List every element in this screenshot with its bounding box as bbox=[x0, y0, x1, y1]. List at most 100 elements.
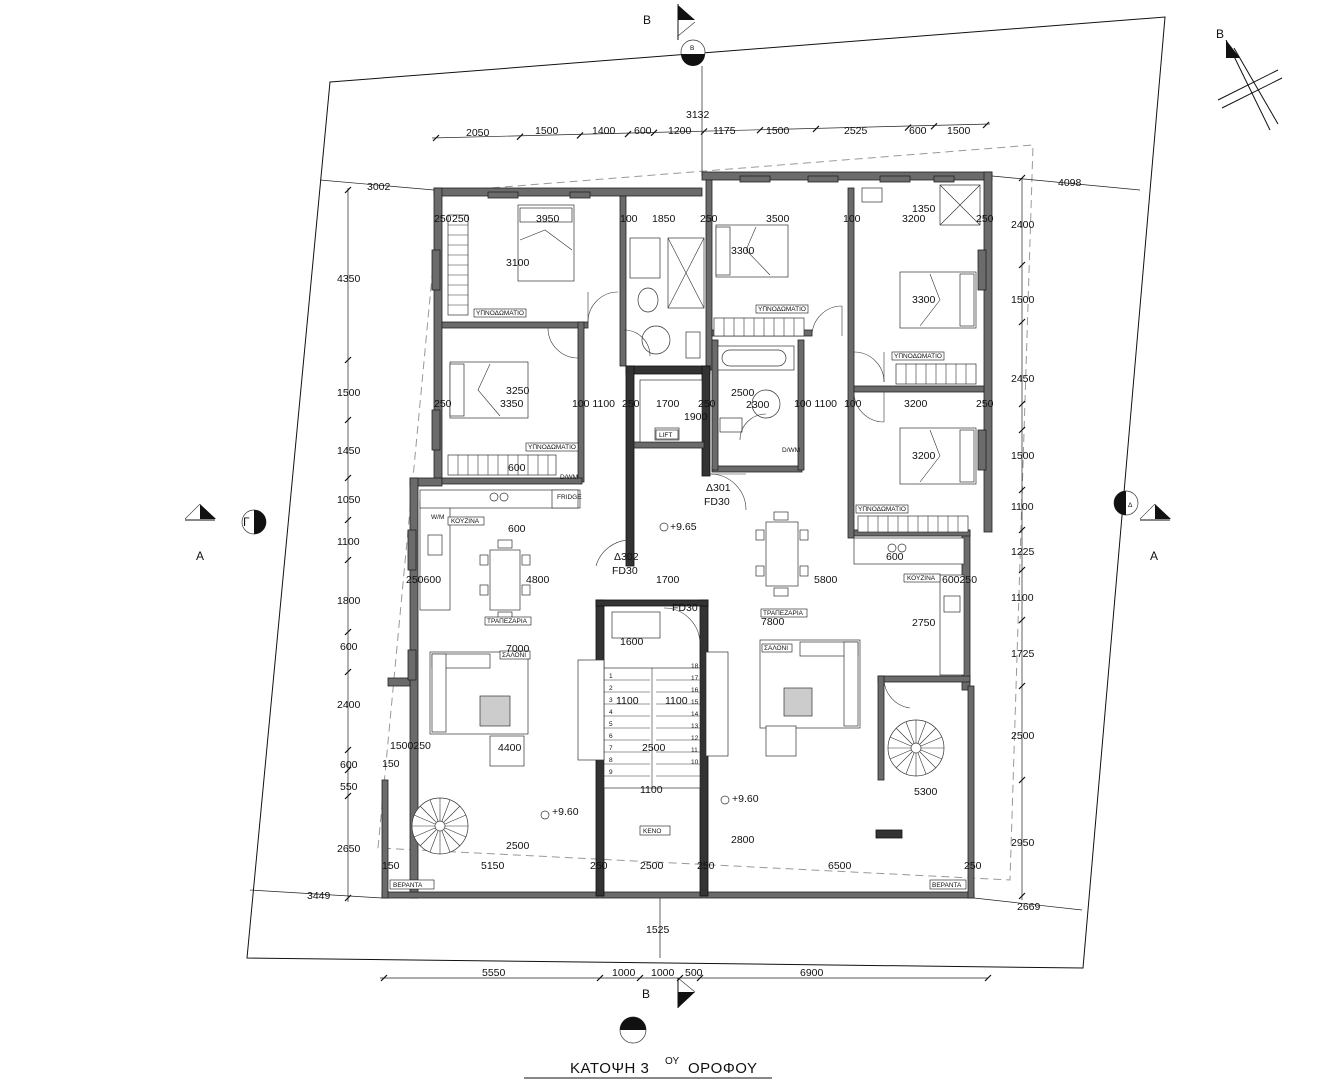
dim-int-1350: 1350 bbox=[912, 203, 936, 215]
dim-int-2300: 2300 bbox=[746, 399, 770, 411]
dim-left-2: 1500 bbox=[337, 387, 361, 399]
dimension-tick bbox=[344, 894, 352, 902]
dim-int-3200a: 3200 bbox=[902, 213, 926, 225]
drawing-title: ΚΑΤΟΨΗ 3 ΟΥ ΟΡΟΦΟΥ bbox=[524, 1056, 772, 1079]
dim-int-2500a: 2500 bbox=[731, 387, 755, 399]
dim-bottom-5: 6900 bbox=[800, 967, 824, 979]
dim-int-250f: 250 bbox=[622, 398, 640, 410]
dimension-tick bbox=[904, 124, 912, 132]
dimension-tick bbox=[344, 556, 352, 564]
dim-int-600c: 600 bbox=[886, 551, 904, 563]
dimension-tick bbox=[700, 128, 708, 135]
dim-int-3200c: 3200 bbox=[912, 450, 936, 462]
dim-left-5: 1100 bbox=[337, 536, 360, 548]
stair-number-right: 13 bbox=[691, 723, 699, 730]
stair-number-left: 2 bbox=[609, 685, 613, 692]
dim-int-1900: 1900 bbox=[684, 411, 708, 423]
dim-int-100c: 100 bbox=[844, 398, 862, 410]
dimension-tick bbox=[982, 121, 990, 129]
stair-number-left: 8 bbox=[609, 757, 613, 764]
dim-right-9: 2500 bbox=[1011, 730, 1035, 742]
stair-number-right: 18 bbox=[691, 663, 699, 670]
dim-right-6: 1225 bbox=[1011, 546, 1035, 558]
dim-right-5: 1100 bbox=[1011, 501, 1034, 513]
dim-top-9: 600 bbox=[909, 125, 927, 137]
dim-int-7800: 7800 bbox=[761, 616, 785, 628]
stair-number-left: 4 bbox=[609, 709, 613, 716]
dim-left-7: 600 bbox=[340, 641, 358, 653]
top-dimensions: 2050 1500 1400 600 1200 1175 1500 2525 6… bbox=[466, 125, 971, 139]
dim-int-250b: 250 bbox=[452, 213, 470, 225]
room-label-living-right: ΣΑΛΟΝΙ bbox=[764, 645, 788, 652]
dim-int-3950: 3950 bbox=[536, 213, 560, 225]
dim-int-4400: 4400 bbox=[498, 742, 522, 754]
spiral-stair-right bbox=[887, 719, 945, 777]
dim-int-3300a: 3300 bbox=[731, 245, 755, 257]
room-label-bedroom-2: ΥΠΝΟΔΩΜΑΤΙΟ bbox=[528, 444, 576, 451]
dim-boundary-bottom-left: 3449 bbox=[307, 890, 331, 902]
dim-int-1500-250: 1500250 bbox=[390, 740, 431, 752]
level-veranda-right: +9.60 bbox=[732, 793, 759, 805]
dim-int-1850: 1850 bbox=[652, 213, 676, 225]
dim-int-6500: 6500 bbox=[828, 860, 852, 872]
dimension-tick bbox=[1018, 892, 1026, 900]
dim-int-250-end: 250 bbox=[964, 860, 982, 872]
dim-int-250h: 250 bbox=[976, 398, 994, 410]
dim-top-3: 1400 bbox=[592, 125, 616, 137]
dim-boundary-top-left: 3002 bbox=[367, 181, 391, 193]
room-label-dining-right: ΤΡΑΠΕΖΑΡΙΑ bbox=[763, 610, 804, 617]
room-label-bedroom-4: ΥΠΝΟΔΩΜΑΤΙΟ bbox=[894, 353, 942, 360]
door-tag-d302: Δ302 bbox=[614, 551, 639, 563]
dimension-tick bbox=[1018, 426, 1026, 434]
dim-int-600a: 600 bbox=[508, 462, 526, 474]
stair-number-left: 3 bbox=[609, 697, 613, 704]
left-dimensions: 4350 1500 1450 1050 1100 1800 600 2400 6… bbox=[337, 273, 361, 855]
title-suffix: ΟΡΟΦΟΥ bbox=[688, 1060, 758, 1077]
dim-int-250d: 250 bbox=[976, 213, 994, 225]
dimension-tick bbox=[344, 628, 352, 636]
dim-int-1100c: 1100 bbox=[640, 784, 663, 796]
dim-int-5300: 5300 bbox=[914, 786, 938, 798]
label-fridge: FRIDGE bbox=[557, 494, 582, 501]
dim-int-2500d: 2500 bbox=[640, 860, 664, 872]
title-superscript: ΟΥ bbox=[665, 1056, 679, 1067]
stair-number-right: 14 bbox=[691, 711, 699, 718]
dimension-tick bbox=[1018, 526, 1026, 534]
dim-int-250e: 250 bbox=[434, 398, 452, 410]
dim-int-4800: 4800 bbox=[526, 574, 550, 586]
room-label-dining-left: ΤΡΑΠΕΖΑΡΙΑ bbox=[487, 618, 528, 625]
door-tag-d301: Δ301 bbox=[706, 482, 731, 494]
dimension-tick bbox=[344, 416, 352, 424]
dim-int-250c: 250 bbox=[700, 213, 718, 225]
level-stair: +9.65 bbox=[670, 521, 697, 533]
dim-int-1700b: 1700 bbox=[656, 574, 680, 586]
dim-int-250a: 250 bbox=[434, 213, 452, 225]
exterior-walls bbox=[381, 171, 993, 899]
building-setback-line bbox=[377, 144, 1034, 881]
dim-int-250-stair: 250 bbox=[590, 860, 608, 872]
dim-int-3300b: 3300 bbox=[912, 294, 936, 306]
dimension-tick bbox=[344, 766, 352, 774]
stair-number-left: 6 bbox=[609, 733, 613, 740]
stair-number-right: 15 bbox=[691, 699, 699, 706]
view-marker-b-top: B bbox=[680, 39, 706, 66]
dimension-tick bbox=[344, 668, 352, 676]
dim-right-3: 2450 bbox=[1011, 373, 1035, 385]
view-label-a-bottom: A bbox=[630, 1023, 635, 1030]
property-boundary bbox=[246, 16, 1166, 969]
dim-bottom-3: 1000 bbox=[651, 967, 675, 979]
stair-number-right: 12 bbox=[691, 735, 699, 742]
dimension-tick bbox=[344, 516, 352, 524]
dim-int-100a: 100 bbox=[620, 213, 638, 225]
dim-right-1: 2400 bbox=[1011, 219, 1035, 231]
room-label-bedroom-5: ΥΠΝΟΔΩΜΑΤΙΟ bbox=[858, 506, 906, 513]
dim-int-2750: 2750 bbox=[912, 617, 936, 629]
dimension-tick bbox=[516, 133, 524, 141]
section-marker-a-right: A bbox=[1139, 503, 1171, 563]
dimension-tick bbox=[432, 134, 440, 142]
furniture bbox=[411, 184, 981, 855]
dimension-ticks bbox=[344, 121, 1026, 982]
dim-top-5: 1200 bbox=[668, 125, 692, 137]
